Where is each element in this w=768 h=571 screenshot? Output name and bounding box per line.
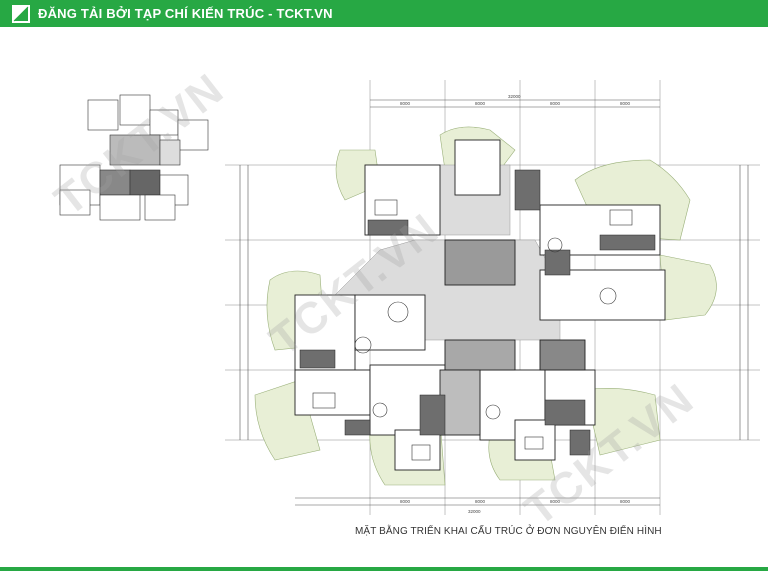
dim-bottom-total: 32000 bbox=[468, 509, 481, 514]
dim-top-4: 8000 bbox=[620, 101, 631, 106]
dim-top-1: 8000 bbox=[400, 101, 411, 106]
tckt-logo-icon bbox=[12, 5, 30, 23]
furniture bbox=[312, 199, 633, 461]
apartments bbox=[294, 139, 666, 471]
dim-bottom-3: 8000 bbox=[550, 499, 561, 504]
header-title: ĐĂNG TẢI BỞI TẠP CHÍ KIẾN TRÚC - TCKT.VN bbox=[38, 6, 333, 21]
floor-plan: 32000 8000 8000 8000 8000 8000 8000 8000… bbox=[59, 80, 760, 515]
dim-bottom-4: 8000 bbox=[620, 499, 631, 504]
dim-bottom-1: 8000 bbox=[400, 499, 411, 504]
wet-rooms bbox=[299, 169, 656, 456]
footer-bar bbox=[0, 567, 768, 571]
dimension-lines bbox=[239, 99, 749, 506]
dim-top-2: 8000 bbox=[475, 101, 486, 106]
dim-top-total: 32000 bbox=[508, 94, 521, 99]
key-plan bbox=[59, 94, 209, 221]
dim-bottom-2: 8000 bbox=[475, 499, 486, 504]
plan-caption: MẶT BẰNG TRIỂN KHAI CẤU TRÚC Ở ĐƠN NGUYÊ… bbox=[355, 526, 662, 537]
header-bar: ĐĂNG TẢI BỞI TẠP CHÍ KIẾN TRÚC - TCKT.VN bbox=[0, 0, 768, 27]
dim-top-3: 8000 bbox=[550, 101, 561, 106]
cores bbox=[439, 239, 586, 436]
